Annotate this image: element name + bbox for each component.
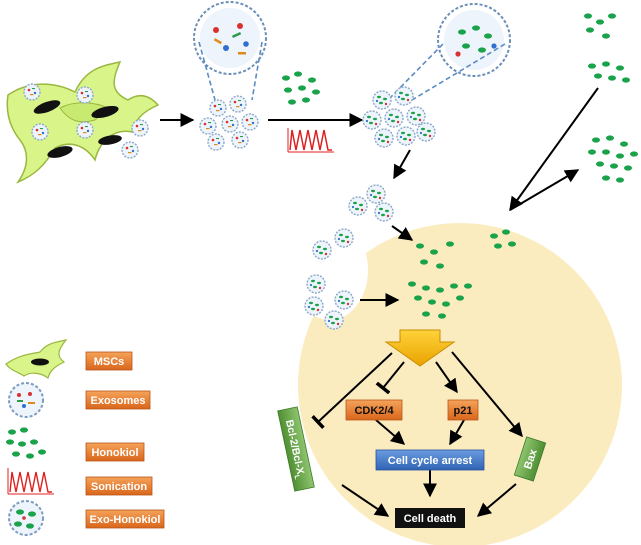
arrow-p21-to-arrest bbox=[449, 419, 465, 446]
inhibit-cdk bbox=[375, 361, 405, 395]
cdk-label-box: CDK2/4 bbox=[345, 399, 403, 421]
free-honokiol-right-icon bbox=[588, 135, 638, 183]
legend-honokiol-icon bbox=[6, 427, 46, 459]
activate-p21 bbox=[435, 361, 458, 394]
p21-label: p21 bbox=[454, 405, 473, 417]
bcl-subscript: L bbox=[293, 474, 301, 480]
legend-exo-honokiol-label: Exo-Honokiol bbox=[90, 514, 161, 526]
arrow-free-honokiol-out bbox=[509, 169, 580, 211]
legend-exosomes-label: Exosomes bbox=[90, 395, 145, 407]
cdk-label: CDK2/4 bbox=[354, 405, 394, 417]
cell-death-label: Cell death bbox=[404, 513, 457, 525]
free-honokiol-top-icon bbox=[584, 13, 630, 83]
arrow-uptake-1 bbox=[391, 225, 414, 241]
exo-honokiol-zoom-icon bbox=[387, 3, 511, 101]
legend-exosome-icon bbox=[8, 382, 44, 418]
activate-bax bbox=[451, 351, 523, 438]
legend-honokiol-label: Honokiol bbox=[91, 447, 138, 459]
exosome-cluster-icon bbox=[199, 95, 259, 151]
tumor-cell bbox=[292, 220, 622, 545]
arrow-exo-to-cell bbox=[393, 149, 411, 180]
legend-mscs-label: MSCs bbox=[94, 356, 125, 368]
cell-cycle-arrest-label: Cell cycle arrest bbox=[388, 455, 473, 467]
legend: MSCs Exosomes Honokiol Sonication bbox=[5, 338, 165, 536]
legend-sonication-icon bbox=[7, 468, 54, 495]
legend-msc-icon bbox=[5, 338, 68, 380]
bax-label-box: Bax bbox=[513, 436, 547, 482]
arrest-label-box: Cell cycle arrest bbox=[375, 449, 485, 471]
arrow-bax-to-death bbox=[476, 483, 517, 517]
arrow-free-honokiol-in bbox=[509, 87, 599, 212]
death-label-box: Cell death bbox=[395, 508, 465, 528]
honokiol-dots-icon bbox=[282, 71, 320, 105]
bcl-label-box: Bcl-2/Bcl-XL bbox=[277, 406, 315, 492]
legend-exo-honokiol-icon bbox=[8, 500, 44, 536]
arrow-bcl-to-death bbox=[341, 484, 390, 517]
msc-cluster-icon bbox=[6, 60, 160, 184]
p21-label-box: p21 bbox=[447, 399, 479, 421]
big-downstream-arrow bbox=[384, 329, 456, 367]
legend-sonication-label: Sonication bbox=[91, 481, 148, 493]
inhibit-bcl bbox=[311, 352, 393, 430]
exosome-zoom-icon bbox=[193, 1, 267, 101]
exo-honokiol-cluster-icon bbox=[362, 86, 436, 148]
arrow-cdk-to-arrest bbox=[375, 419, 406, 445]
sonication-wave-icon bbox=[287, 128, 334, 153]
